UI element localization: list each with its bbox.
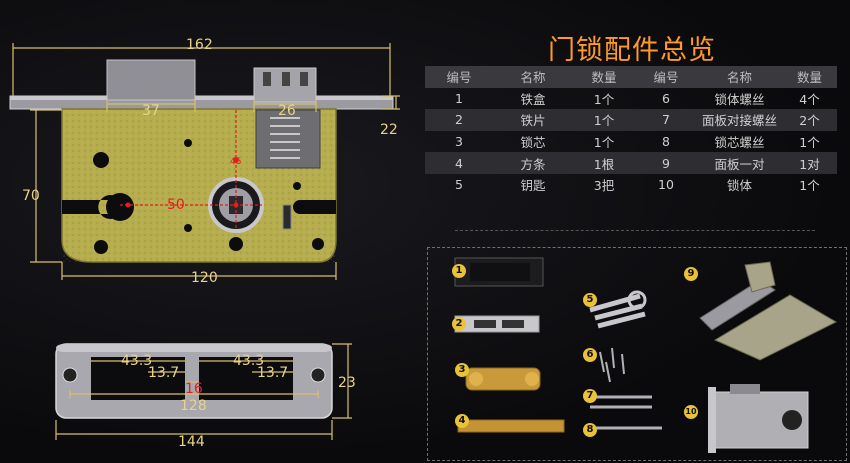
cell: 锁体 [726,178,752,194]
dim-strike-cut-right: 43.3 [233,353,264,369]
cell: 锁芯 [520,135,546,151]
part-badge-5: 5 [583,293,597,307]
cell: 8 [662,134,670,150]
part-badge-4: 4 [455,414,469,428]
part-badge-8: 8 [583,423,597,437]
cell: 2个 [782,109,837,131]
latch-tongue [106,59,196,101]
cell: 7 [635,109,697,131]
part-badge-9: 9 [684,267,698,281]
col-header: 数量 [782,66,837,88]
cell: 1个 [593,135,615,151]
table-divider [455,230,815,231]
dim-body-height: 70 [22,188,40,204]
cell: 3把 [593,178,615,194]
cell: 2 [425,109,493,131]
cell: 1根 [573,152,635,174]
dim-backset: 50 [167,197,185,213]
table-row: 3 锁芯 1个 8 锁芯螺丝 1个 [425,131,837,153]
col-header: 数量 [573,66,635,88]
part-badge-1: 1 [452,264,466,278]
cell: 面板一对 [697,152,782,174]
col-header: 编号 [425,66,493,88]
cell: 6 [662,90,670,106]
part-badge-7: 7 [583,389,597,403]
col-header: 名称 [697,66,782,88]
table-header-row: 编号 名称 数量 编号 名称 数量 [425,66,837,88]
dim-strike-gap: 16 [185,381,203,397]
part-badge-6: 6 [583,348,597,362]
cell: 铁片 [493,109,573,131]
table-row: 4 方条 1根 9 面板一对 1对 [425,152,837,174]
parts-table: 编号 名称 数量 编号 名称 数量 1 铁盒 1个 6 锁体螺丝 4个 2 铁片… [425,66,837,196]
dim-center-distance: 45 [230,157,241,167]
parts-photo-box [427,247,847,461]
cell: 1个 [799,178,820,194]
dim-total-width: 162 [186,37,213,53]
cell: 4 [425,152,493,174]
cell: 10 [658,177,674,193]
cell: 锁芯螺丝 [714,135,765,151]
cell: 1个 [799,135,820,151]
dim-body-width: 120 [191,270,218,286]
cell: 1个 [593,91,615,107]
cell: 方条 [493,152,573,174]
dim-latch-width: 37 [142,103,160,119]
cell: 面板对接螺丝 [697,109,782,131]
cell: 3 [455,134,463,150]
dim-strike-height: 23 [338,375,356,391]
dim-faceplate-thickness: 22 [380,122,398,138]
cell: 锁体螺丝 [714,91,765,107]
dim-deadbolt-width: 26 [278,103,296,119]
cell: 4个 [799,91,820,107]
part-badge-2: 2 [452,317,466,331]
table-row: 2 铁片 1个 7 面板对接螺丝 2个 [425,109,837,131]
dim-strike-inner-left: 13.7 [148,365,179,381]
cell: 1 [455,90,463,106]
cell: 1对 [782,152,837,174]
cell: 5 [455,177,463,193]
cell: 1个 [573,109,635,131]
dim-strike-cut-left: 43.3 [121,353,152,369]
table-row: 5 钥匙 3把 10 锁体 1个 [425,174,837,196]
table-row: 1 铁盒 1个 6 锁体螺丝 4个 [425,88,837,110]
col-header: 编号 [635,66,697,88]
part-badge-10: 10 [684,405,698,419]
dim-strike-span: 128 [180,398,207,414]
part-badge-3: 3 [455,363,469,377]
cell: 9 [635,152,697,174]
page-title: 门锁配件总览 [548,35,716,66]
cell: 铁盒 [520,91,546,107]
col-header: 名称 [493,66,573,88]
strike-cut-left [91,357,185,400]
cell: 钥匙 [520,178,546,194]
strike-cut-right [199,357,293,400]
dim-strike-inner-right: 13.7 [257,365,288,381]
dim-strike-length: 144 [178,434,205,450]
